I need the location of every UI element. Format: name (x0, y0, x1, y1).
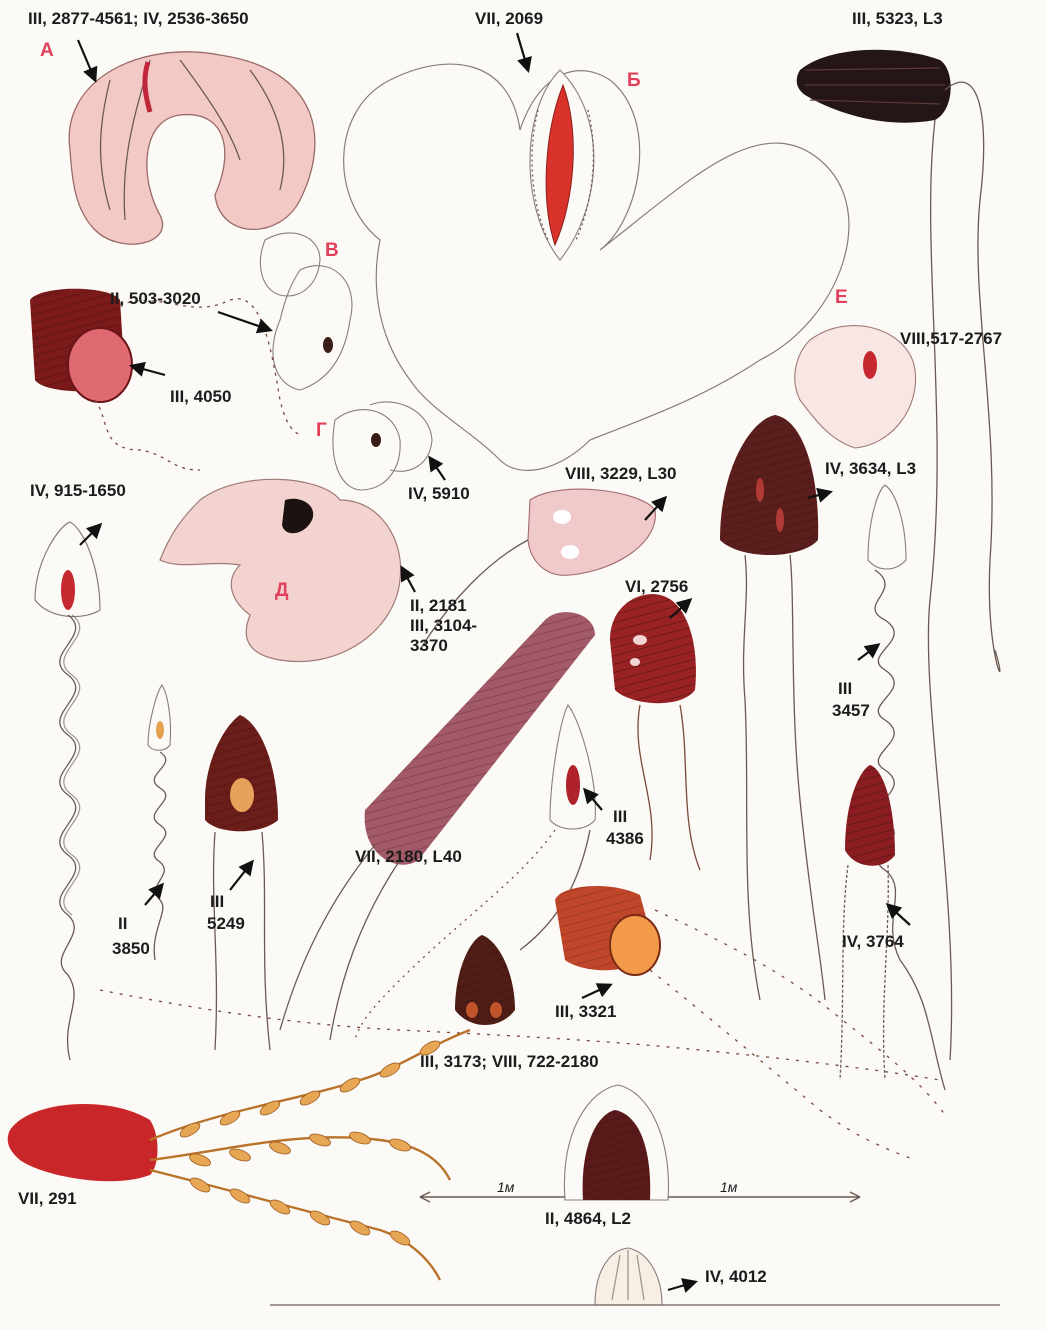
label-iii-4050: III, 4050 (170, 388, 231, 406)
capsule-dark-ii-4864 (420, 1085, 860, 1202)
letter-d: Д (275, 580, 289, 602)
seed-spiral-iv-915 (35, 522, 100, 1060)
label-vi-2756: VI, 2756 (625, 578, 688, 596)
letter-v: В (325, 240, 339, 262)
capsule-red-iv-3764 (840, 765, 895, 1080)
capsule-mauve-vii (280, 612, 595, 1040)
label-iv-5910: IV, 5910 (408, 485, 470, 503)
label-iv-915: IV, 915-1650 (30, 482, 126, 500)
label-vii-291: VII, 291 (18, 1190, 77, 1208)
label-iii-3457-l2: 3457 (832, 702, 870, 720)
capsule-feathery-vii-291 (8, 1030, 470, 1280)
label-iii-4386-l2: 4386 (606, 830, 644, 848)
label-ii-2181-l2: III, 3104- (410, 617, 477, 635)
label-ii-3850-l1: II (118, 915, 127, 933)
capsule-dark-iii-5249 (205, 715, 278, 1050)
label-vii-2180: VII, 2180, L40 (355, 848, 462, 866)
label-iii-4386-l1: III (613, 808, 627, 826)
label-viii-517: VIII,517-2767 (900, 330, 1002, 348)
scale-1m-left: 1м (497, 1180, 514, 1195)
label-iii-3173: III, 3173; VIII, 722-2180 (420, 1053, 599, 1071)
label-ii-2181-l3: 3370 (410, 637, 448, 655)
label-iii-5249-l1: III (210, 893, 224, 911)
seed-g (333, 402, 432, 490)
letter-e: Е (835, 287, 848, 309)
label-ii-3850-l2: 3850 (112, 940, 150, 958)
pointer-arrows (78, 33, 910, 1290)
seed-b (344, 64, 849, 470)
label-iii-5323: III, 5323, L3 (852, 10, 943, 28)
label-iii-3457-l1: III (838, 680, 852, 698)
label-iii-3321: III, 3321 (555, 1003, 616, 1021)
label-iv-4012: IV, 4012 (705, 1268, 767, 1286)
letter-a: А (40, 40, 54, 62)
capsule-dark-iv-3634 (720, 415, 825, 1000)
seed-spiral-ii-3850 (148, 685, 171, 960)
label-viii-3229: VIII, 3229, L30 (565, 465, 677, 483)
label-ii-2181-l1: II, 2181 (410, 597, 467, 615)
label-iii-5249-l2: 5249 (207, 915, 245, 933)
label-iv-3764: IV, 3764 (842, 933, 904, 951)
label-vii-2069: VII, 2069 (475, 10, 543, 28)
label-ii-503: II, 503-3020 (110, 290, 201, 308)
label-ii-4864: II, 4864, L2 (545, 1210, 631, 1228)
seed-iv-4012 (270, 1248, 1000, 1305)
letter-g: Г (316, 420, 327, 442)
capsule-cylinder-red (30, 289, 300, 470)
label-iv-3634: IV, 3634, L3 (825, 460, 916, 478)
label-a-top: III, 2877-4561; IV, 2536-3650 (28, 10, 249, 28)
letter-b: Б (627, 70, 641, 92)
scale-1m-right: 1м (720, 1180, 737, 1195)
seed-a (69, 52, 315, 244)
seed-d (160, 479, 401, 661)
seed-e (795, 326, 916, 448)
